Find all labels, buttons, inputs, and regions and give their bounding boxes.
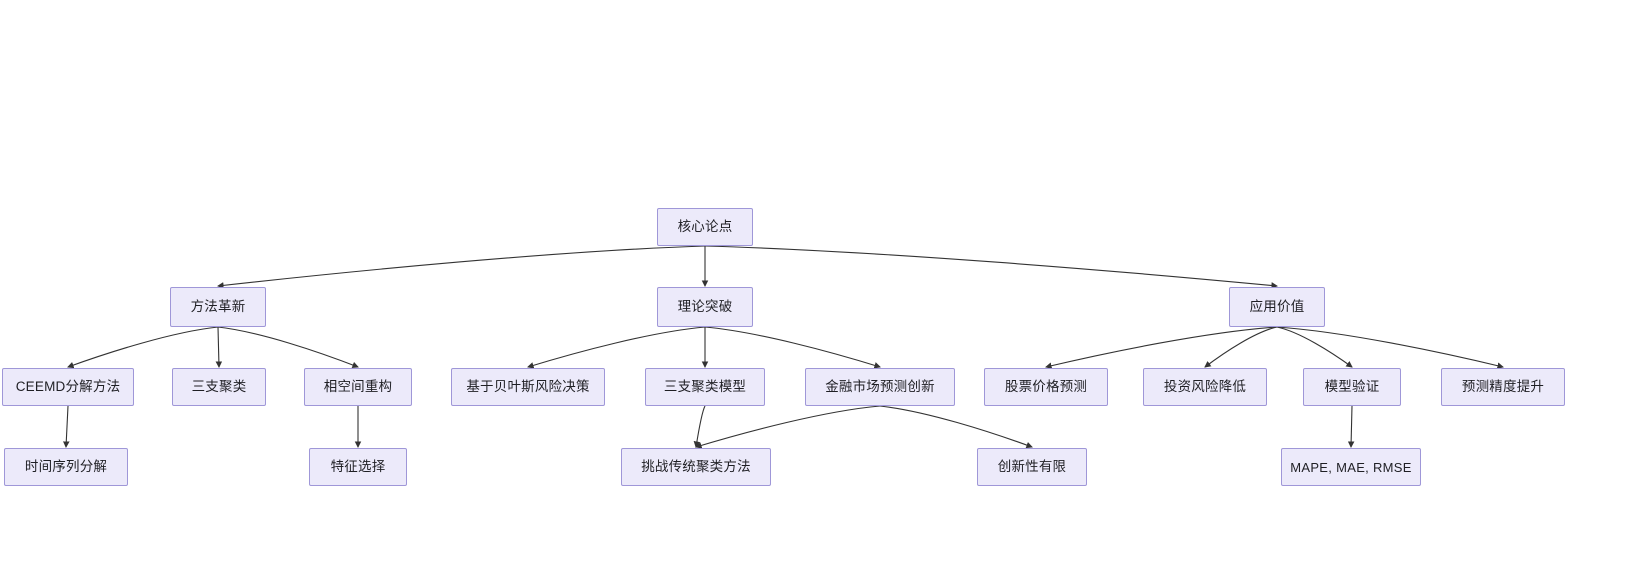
- flowchart-node-label: 金融市场预测创新: [825, 379, 935, 395]
- flowchart-node-l3j[interactable]: 预测精度提升: [1441, 368, 1565, 406]
- flowchart-node-l4b[interactable]: 特征选择: [309, 448, 407, 486]
- flowchart-node-l2a[interactable]: 方法革新: [170, 287, 266, 327]
- flowchart-node-label: 创新性有限: [997, 459, 1067, 475]
- flowchart-edge-l2c-to-l3h: [1204, 326, 1278, 368]
- flowchart-node-label: 三支聚类模型: [663, 379, 747, 395]
- flowchart-node-l3a[interactable]: CEEMD分解方法: [2, 368, 134, 406]
- flowchart-node-label: MAPE, MAE, RMSE: [1290, 459, 1412, 475]
- flowchart-node-label: 特征选择: [330, 459, 386, 475]
- flowchart-node-l4e[interactable]: MAPE, MAE, RMSE: [1281, 448, 1421, 486]
- flowchart-node-l3e[interactable]: 三支聚类模型: [645, 368, 765, 406]
- flowchart-node-l3f[interactable]: 金融市场预测创新: [805, 368, 955, 406]
- flowchart-edge-l3f-to-l4c: [695, 405, 881, 449]
- flowchart-edge-l3f-to-l4d: [879, 405, 1033, 449]
- flowchart-edge-l2c-to-l3g: [1045, 326, 1278, 369]
- flowchart-node-label: 理论突破: [677, 299, 733, 315]
- flowchart-node-l2c[interactable]: 应用价值: [1229, 287, 1325, 327]
- flowchart-node-l3c[interactable]: 相空间重构: [304, 368, 412, 406]
- flowchart-node-label: 三支聚类: [191, 379, 247, 395]
- flowchart-node-l2b[interactable]: 理论突破: [657, 287, 753, 327]
- flowchart-edge-l2b-to-l3f: [704, 326, 881, 369]
- flowchart-edge-l2b-to-l3d: [527, 326, 706, 369]
- flowchart-edge-l3e-to-l4c: [693, 405, 706, 448]
- flowchart-node-label: 应用价值: [1249, 299, 1305, 315]
- flowchart-node-label: 相空间重构: [323, 379, 393, 395]
- flowchart-node-l3b[interactable]: 三支聚类: [172, 368, 266, 406]
- flowchart-edge-root-to-l2a: [217, 245, 706, 289]
- flowchart-node-l4a[interactable]: 时间序列分解: [4, 448, 128, 486]
- flowchart-node-label: 方法革新: [190, 299, 246, 315]
- flowchart-node-label: 模型验证: [1324, 379, 1380, 395]
- flowchart-node-l4d[interactable]: 创新性有限: [977, 448, 1087, 486]
- flowchart-node-label: 预测精度提升: [1461, 379, 1545, 395]
- flowchart-node-label: 投资风险降低: [1163, 379, 1247, 395]
- flowchart-edge-l2a-to-l3c: [217, 326, 359, 369]
- flowchart-node-l3d[interactable]: 基于贝叶斯风险决策: [451, 368, 605, 406]
- flowchart-edge-l3a-to-l4a: [62, 405, 70, 448]
- flowchart-node-label: CEEMD分解方法: [15, 379, 121, 395]
- flowchart-edge-l3i-to-l4e: [1347, 405, 1355, 448]
- flowchart-edge-l2c-to-l3j: [1276, 326, 1504, 369]
- flowchart-edge-l2a-to-l3a: [67, 326, 219, 369]
- flowchart-node-root[interactable]: 核心论点: [657, 208, 753, 246]
- flowchart-node-label: 时间序列分解: [24, 459, 108, 475]
- flowchart-edge-l2c-to-l3i: [1276, 326, 1353, 368]
- flowchart-edge-l2a-to-l3b: [215, 326, 223, 368]
- flowchart-node-l3g[interactable]: 股票价格预测: [984, 368, 1108, 406]
- flowchart-node-label: 核心论点: [677, 219, 733, 235]
- flowchart-node-l3h[interactable]: 投资风险降低: [1143, 368, 1267, 406]
- flowchart-node-label: 基于贝叶斯风险决策: [466, 379, 590, 395]
- flowchart-node-label: 挑战传统聚类方法: [641, 459, 751, 475]
- flowchart-node-l3i[interactable]: 模型验证: [1303, 368, 1401, 406]
- flowchart-node-l4c[interactable]: 挑战传统聚类方法: [621, 448, 771, 486]
- flowchart-edge-root-to-l2c: [704, 245, 1278, 289]
- flowchart-node-label: 股票价格预测: [1004, 379, 1088, 395]
